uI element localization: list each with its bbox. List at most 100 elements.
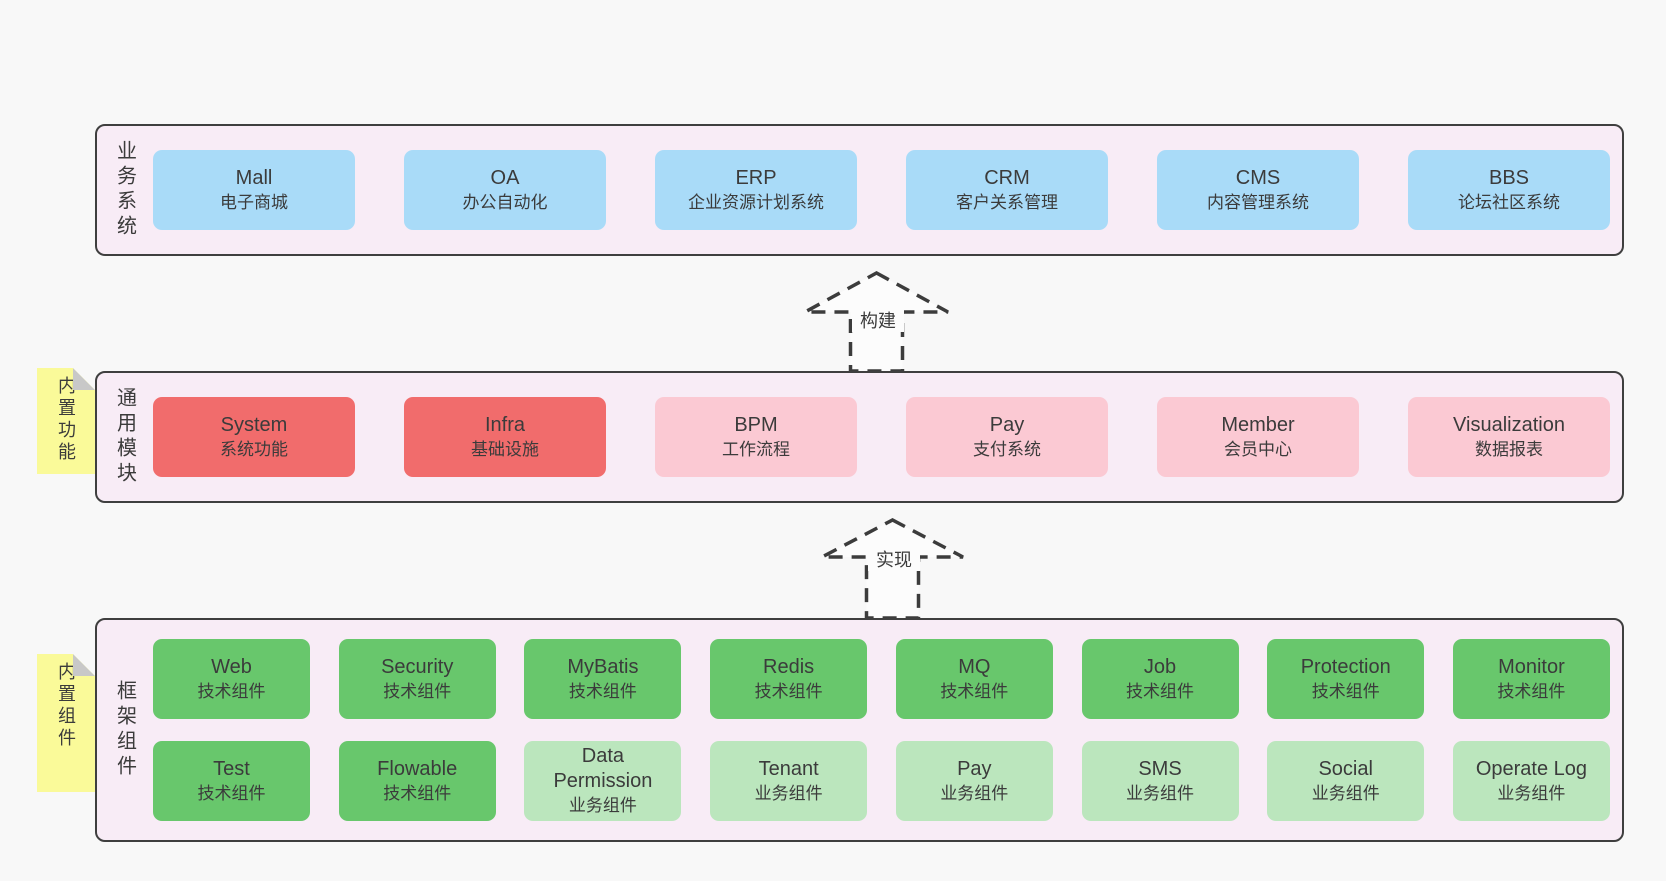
box-title: BPM	[734, 413, 778, 436]
box-title: Protection	[1300, 655, 1391, 678]
box-title: Pay	[957, 757, 992, 780]
box-title: Infra	[484, 413, 526, 436]
box-title: Redis	[763, 655, 815, 678]
box-system: System 系统功能	[153, 397, 355, 477]
box-subtitle: 数据报表	[1475, 439, 1543, 459]
box-redis: Redis 技术组件	[710, 639, 868, 719]
box-title: CRM	[984, 166, 1030, 189]
box-protection: Protection 技术组件	[1267, 639, 1425, 719]
implement-arrow-label: 实现	[868, 549, 920, 571]
box-title: Web	[211, 655, 252, 678]
box-subtitle: 业务组件	[940, 783, 1009, 803]
box-erp: ERP 企业资源计划系统	[655, 150, 857, 230]
box-subtitle: 技术组件	[197, 783, 266, 803]
box-subtitle: 论坛社区系统	[1458, 192, 1560, 212]
box-tenant: Tenant 业务组件	[710, 741, 868, 821]
box-social: Social 业务组件	[1267, 741, 1425, 821]
box-subtitle: 业务组件	[568, 796, 637, 815]
box-subtitle: 技术组件	[754, 681, 823, 701]
box-title: Security	[381, 655, 454, 678]
business-boxes: Mall 电子商城 OA 办公自动化 ERP 企业资源计划系统 CRM 客户关系…	[153, 126, 1622, 254]
box-subtitle: 技术组件	[197, 681, 266, 701]
build-arrow-label: 构建	[852, 310, 904, 332]
box-subtitle: 技术组件	[383, 783, 452, 803]
box-title: Member	[1221, 413, 1295, 436]
layer-business-systems: 业务系统 Mall 电子商城 OA 办公自动化 ERP 企业资源计划系统 CRM…	[95, 124, 1624, 256]
box-oa: OA 办公自动化	[404, 150, 606, 230]
layer-label: 通用模块	[113, 387, 136, 487]
box-subtitle: 技术组件	[568, 681, 637, 701]
box-sms: SMS 业务组件	[1081, 741, 1239, 821]
box-subtitle: 业务组件	[1497, 783, 1566, 803]
box-title: Job	[1143, 655, 1177, 678]
box-subtitle: 工作流程	[722, 439, 790, 459]
box-subtitle: 办公自动化	[462, 192, 548, 212]
box-title: Social	[1318, 757, 1373, 780]
box-subtitle: 技术组件	[940, 681, 1009, 701]
box-web: Web 技术组件	[153, 639, 310, 719]
box-title: Tenant	[758, 757, 819, 780]
box-job: Job 技术组件	[1081, 639, 1239, 719]
box-flowable: Flowable 技术组件	[338, 741, 496, 821]
sticky-note-label: 内置功能	[56, 376, 76, 464]
box-member: Member 会员中心	[1157, 397, 1359, 477]
box-subtitle: 支付系统	[973, 439, 1041, 459]
box-mall: Mall 电子商城	[153, 150, 355, 230]
box-monitor: Monitor 技术组件	[1452, 639, 1610, 719]
layer-label: 框架组件	[113, 680, 136, 780]
box-subtitle: 技术组件	[383, 681, 452, 701]
box-title: System	[220, 413, 288, 436]
box-mybatis: MyBatis 技术组件	[524, 639, 682, 719]
sticky-note-built-in-components: 内置组件	[37, 654, 95, 792]
box-subtitle: 电子商城	[220, 192, 288, 212]
layer-framework-components: 框架组件 Web 技术组件 Security 技术组件 MyBatis 技术组件…	[95, 618, 1624, 842]
layer-label: 业务系统	[113, 140, 136, 240]
box-subtitle: 业务组件	[1311, 783, 1380, 803]
layer-common-modules: 通用模块 System 系统功能 Infra 基础设施 BPM 工作流程 Pay…	[95, 371, 1624, 503]
box-operate-log: Operate Log 业务组件	[1452, 741, 1610, 821]
sticky-note-label: 内置组件	[56, 662, 76, 750]
box-mq: MQ 技术组件	[895, 639, 1053, 719]
box-subtitle: 业务组件	[754, 783, 823, 803]
box-infra: Infra 基础设施	[404, 397, 606, 477]
sticky-note-built-in-features: 内置功能	[37, 368, 95, 474]
box-title: Data Permission	[553, 745, 653, 792]
box-visualization: Visualization 数据报表	[1408, 397, 1610, 477]
box-title: Test	[213, 757, 250, 780]
box-subtitle: 技术组件	[1126, 681, 1195, 701]
box-title: Pay	[989, 413, 1025, 436]
box-bpm: BPM 工作流程	[655, 397, 857, 477]
box-title: MyBatis	[567, 655, 639, 678]
box-title: Visualization	[1453, 413, 1565, 436]
box-pay-module: Pay 支付系统	[906, 397, 1108, 477]
box-title: BBS	[1488, 166, 1530, 189]
box-test: Test 技术组件	[153, 741, 310, 821]
layer-label-column: 业务系统	[97, 126, 153, 254]
box-title: Operate Log	[1475, 757, 1588, 780]
component-row-2: Test 技术组件 Flowable 技术组件 Data Permission …	[153, 741, 1610, 821]
box-title: Flowable	[377, 757, 458, 780]
box-subtitle: 技术组件	[1497, 681, 1566, 701]
box-subtitle: 会员中心	[1224, 439, 1292, 459]
component-rows: Web 技术组件 Security 技术组件 MyBatis 技术组件 Redi…	[153, 620, 1622, 840]
box-data-permission: Data Permission 业务组件	[524, 741, 682, 821]
box-subtitle: 客户关系管理	[956, 192, 1058, 212]
box-title: CMS	[1235, 166, 1281, 189]
box-title: Monitor	[1498, 655, 1565, 678]
box-subtitle: 基础设施	[471, 439, 539, 459]
box-subtitle: 技术组件	[1311, 681, 1380, 701]
box-security: Security 技术组件	[338, 639, 496, 719]
box-title: MQ	[958, 655, 991, 678]
box-title: SMS	[1138, 757, 1182, 780]
module-boxes: System 系统功能 Infra 基础设施 BPM 工作流程 Pay 支付系统…	[153, 373, 1622, 501]
box-subtitle: 企业资源计划系统	[688, 192, 824, 212]
box-subtitle: 业务组件	[1126, 783, 1195, 803]
box-subtitle: 内容管理系统	[1207, 192, 1309, 212]
box-bbs: BBS 论坛社区系统	[1408, 150, 1610, 230]
layer-label-column: 框架组件	[97, 620, 153, 840]
box-title: ERP	[735, 166, 777, 189]
box-cms: CMS 内容管理系统	[1157, 150, 1359, 230]
layer-label-column: 通用模块	[97, 373, 153, 501]
box-crm: CRM 客户关系管理	[906, 150, 1108, 230]
box-pay-component: Pay 业务组件	[895, 741, 1053, 821]
